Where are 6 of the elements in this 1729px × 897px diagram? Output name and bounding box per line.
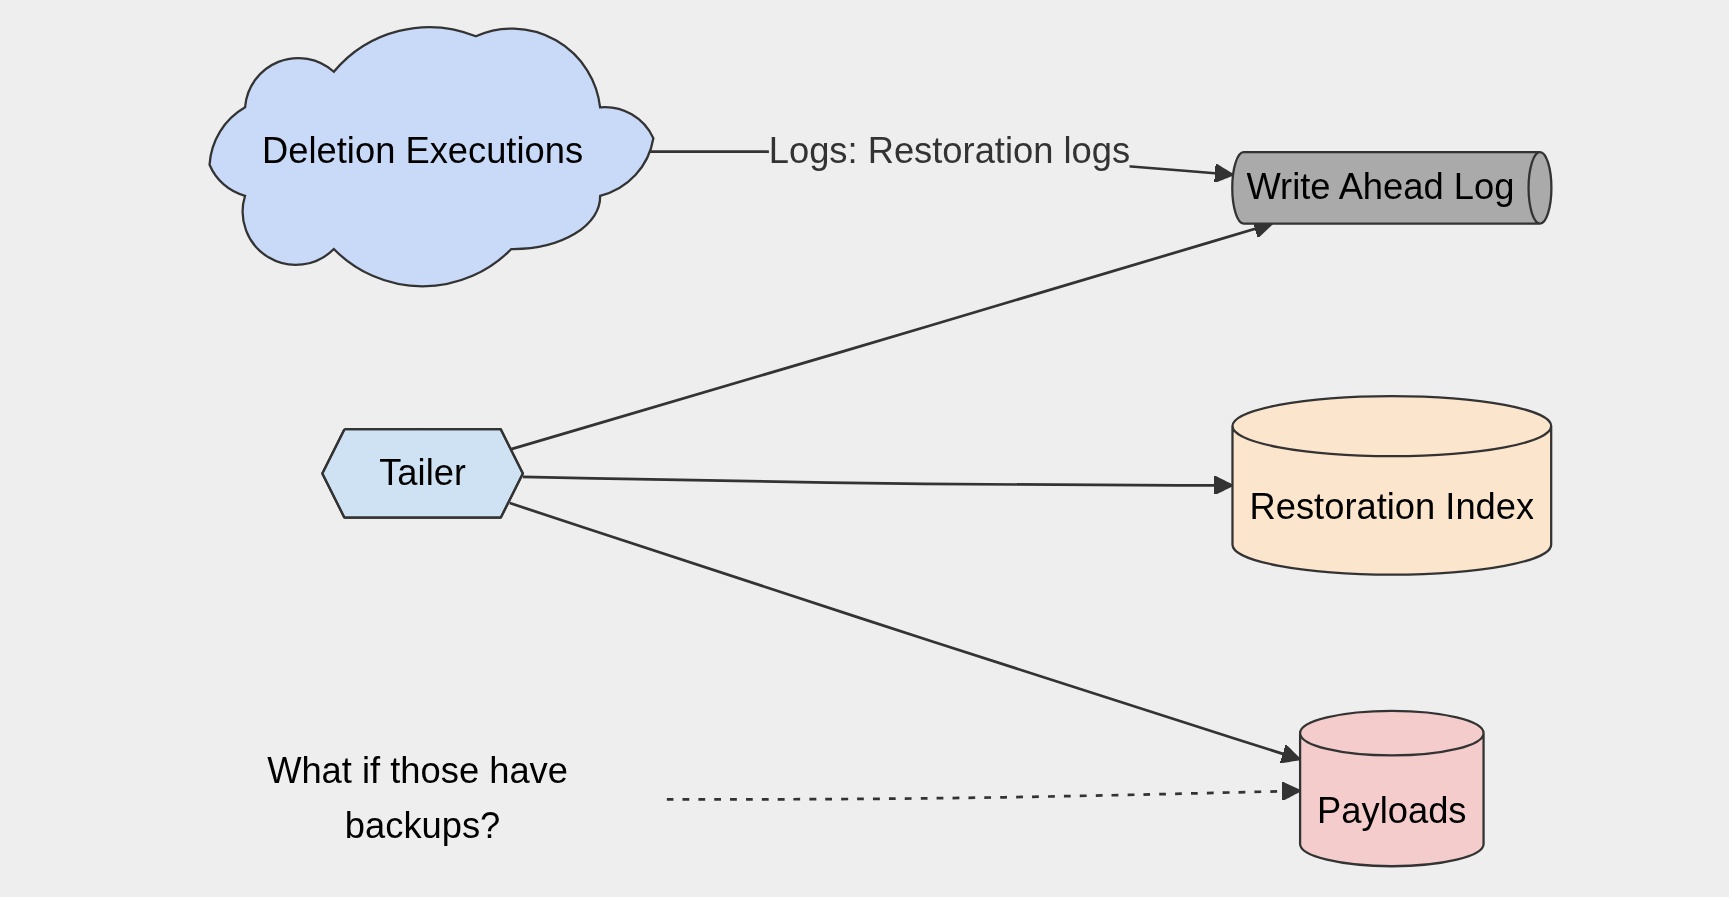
edge-label: Logs: Restoration logs	[768, 130, 1130, 170]
arrow	[508, 501, 1301, 763]
node-text: What if those have backups?	[266, 751, 568, 845]
arrow	[666, 780, 1301, 801]
arrow	[522, 474, 1233, 495]
node-text: Write Ahead Log	[1245, 166, 1514, 206]
